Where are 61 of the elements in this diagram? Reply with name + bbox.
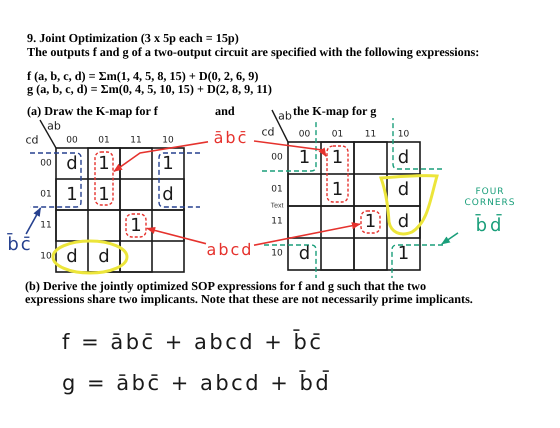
k-map-entry: 1 bbox=[66, 186, 78, 204]
row-header: 11 bbox=[271, 218, 283, 226]
column-header: 01 bbox=[332, 130, 344, 140]
row-header: 01 bbox=[40, 190, 52, 199]
part-b-prompt: (b) Derive the jointly optimized SOP expressions for f and g such that the two expressions share two implicants. Note that these are not necessarily prime implicants. bbox=[25, 280, 474, 306]
handwritten-annotation: ābc̄ bbox=[214, 130, 248, 146]
question-title: 9. Joint Optimization (3 x 5p each = 15p) bbox=[27, 32, 239, 45]
arrow bbox=[25, 207, 42, 234]
k-map-entry: 1 bbox=[130, 216, 142, 234]
k-map-entry: 1 bbox=[298, 149, 310, 167]
k-map-entry: 1 bbox=[398, 245, 410, 263]
dashed-loop bbox=[326, 145, 349, 203]
dashed-loop bbox=[125, 213, 147, 238]
column-header: 00 bbox=[298, 130, 310, 140]
part-a-prompt: (a) Draw the K-map for f bbox=[27, 105, 158, 118]
handwritten-annotation: FOUR CORNERS bbox=[463, 187, 516, 209]
k-map-entry: 1 bbox=[332, 181, 344, 199]
dashed-loop bbox=[360, 210, 381, 234]
k-map-entry: 1 bbox=[364, 213, 376, 231]
column-header: 10 bbox=[162, 136, 174, 146]
arrow bbox=[254, 140, 327, 157]
k-map-entry: d bbox=[398, 213, 410, 231]
column-header: 01 bbox=[98, 136, 110, 146]
k-map-entry: d bbox=[398, 149, 410, 167]
column-header: 11 bbox=[364, 130, 376, 140]
row-header: 10 bbox=[271, 250, 283, 258]
part-a-prompt: the K-map for g bbox=[293, 105, 376, 118]
k-map-entry: d bbox=[298, 245, 310, 263]
problem-statement: The outputs f and g of a two-output circuit are specified with the following expressions: bbox=[27, 46, 480, 59]
k-map-entry: 1 bbox=[98, 154, 110, 172]
column-header: 10 bbox=[398, 130, 410, 140]
k-map-entry: d bbox=[98, 248, 110, 266]
dashed-loop bbox=[30, 152, 82, 208]
arrow bbox=[441, 232, 458, 245]
prompt-text: and bbox=[215, 105, 235, 118]
variable-label: ab bbox=[47, 120, 61, 132]
variable-label: cd bbox=[261, 126, 275, 138]
row-header: 00 bbox=[40, 159, 52, 168]
row-header: 10 bbox=[40, 252, 52, 261]
function-expression: g (a, b, c, d) = Σm(0, 4, 5, 10, 15) + D(2, 8, 9, 11) bbox=[27, 83, 272, 96]
variable-label: cd bbox=[25, 134, 39, 146]
k-map-entry: d bbox=[66, 154, 78, 172]
k-map-entry: 1 bbox=[332, 149, 344, 167]
row-header: 00 bbox=[271, 154, 283, 162]
column-header: 11 bbox=[130, 136, 142, 146]
variable-label: ab bbox=[278, 110, 292, 122]
arrow bbox=[146, 226, 206, 244]
arrow bbox=[113, 141, 208, 172]
k-map-entry: d bbox=[66, 248, 78, 266]
row-header: 11 bbox=[40, 221, 52, 230]
dashed-loop bbox=[94, 151, 114, 206]
row-header: 01 bbox=[271, 186, 283, 194]
arrow bbox=[254, 222, 361, 246]
function-expression: f (a, b, c, d) = Σm(1, 4, 5, 8, 15) + D(0, 2, 6, 9) bbox=[27, 70, 258, 83]
handwritten-annotation: abcd bbox=[206, 242, 254, 258]
column-header: 00 bbox=[66, 136, 78, 146]
k-map-entry: d bbox=[162, 186, 174, 204]
k-map-entry: d bbox=[398, 181, 410, 199]
k-map-entry: 1 bbox=[162, 154, 174, 172]
dashed-bracket bbox=[391, 244, 443, 278]
k-map-entry: 1 bbox=[98, 186, 110, 204]
